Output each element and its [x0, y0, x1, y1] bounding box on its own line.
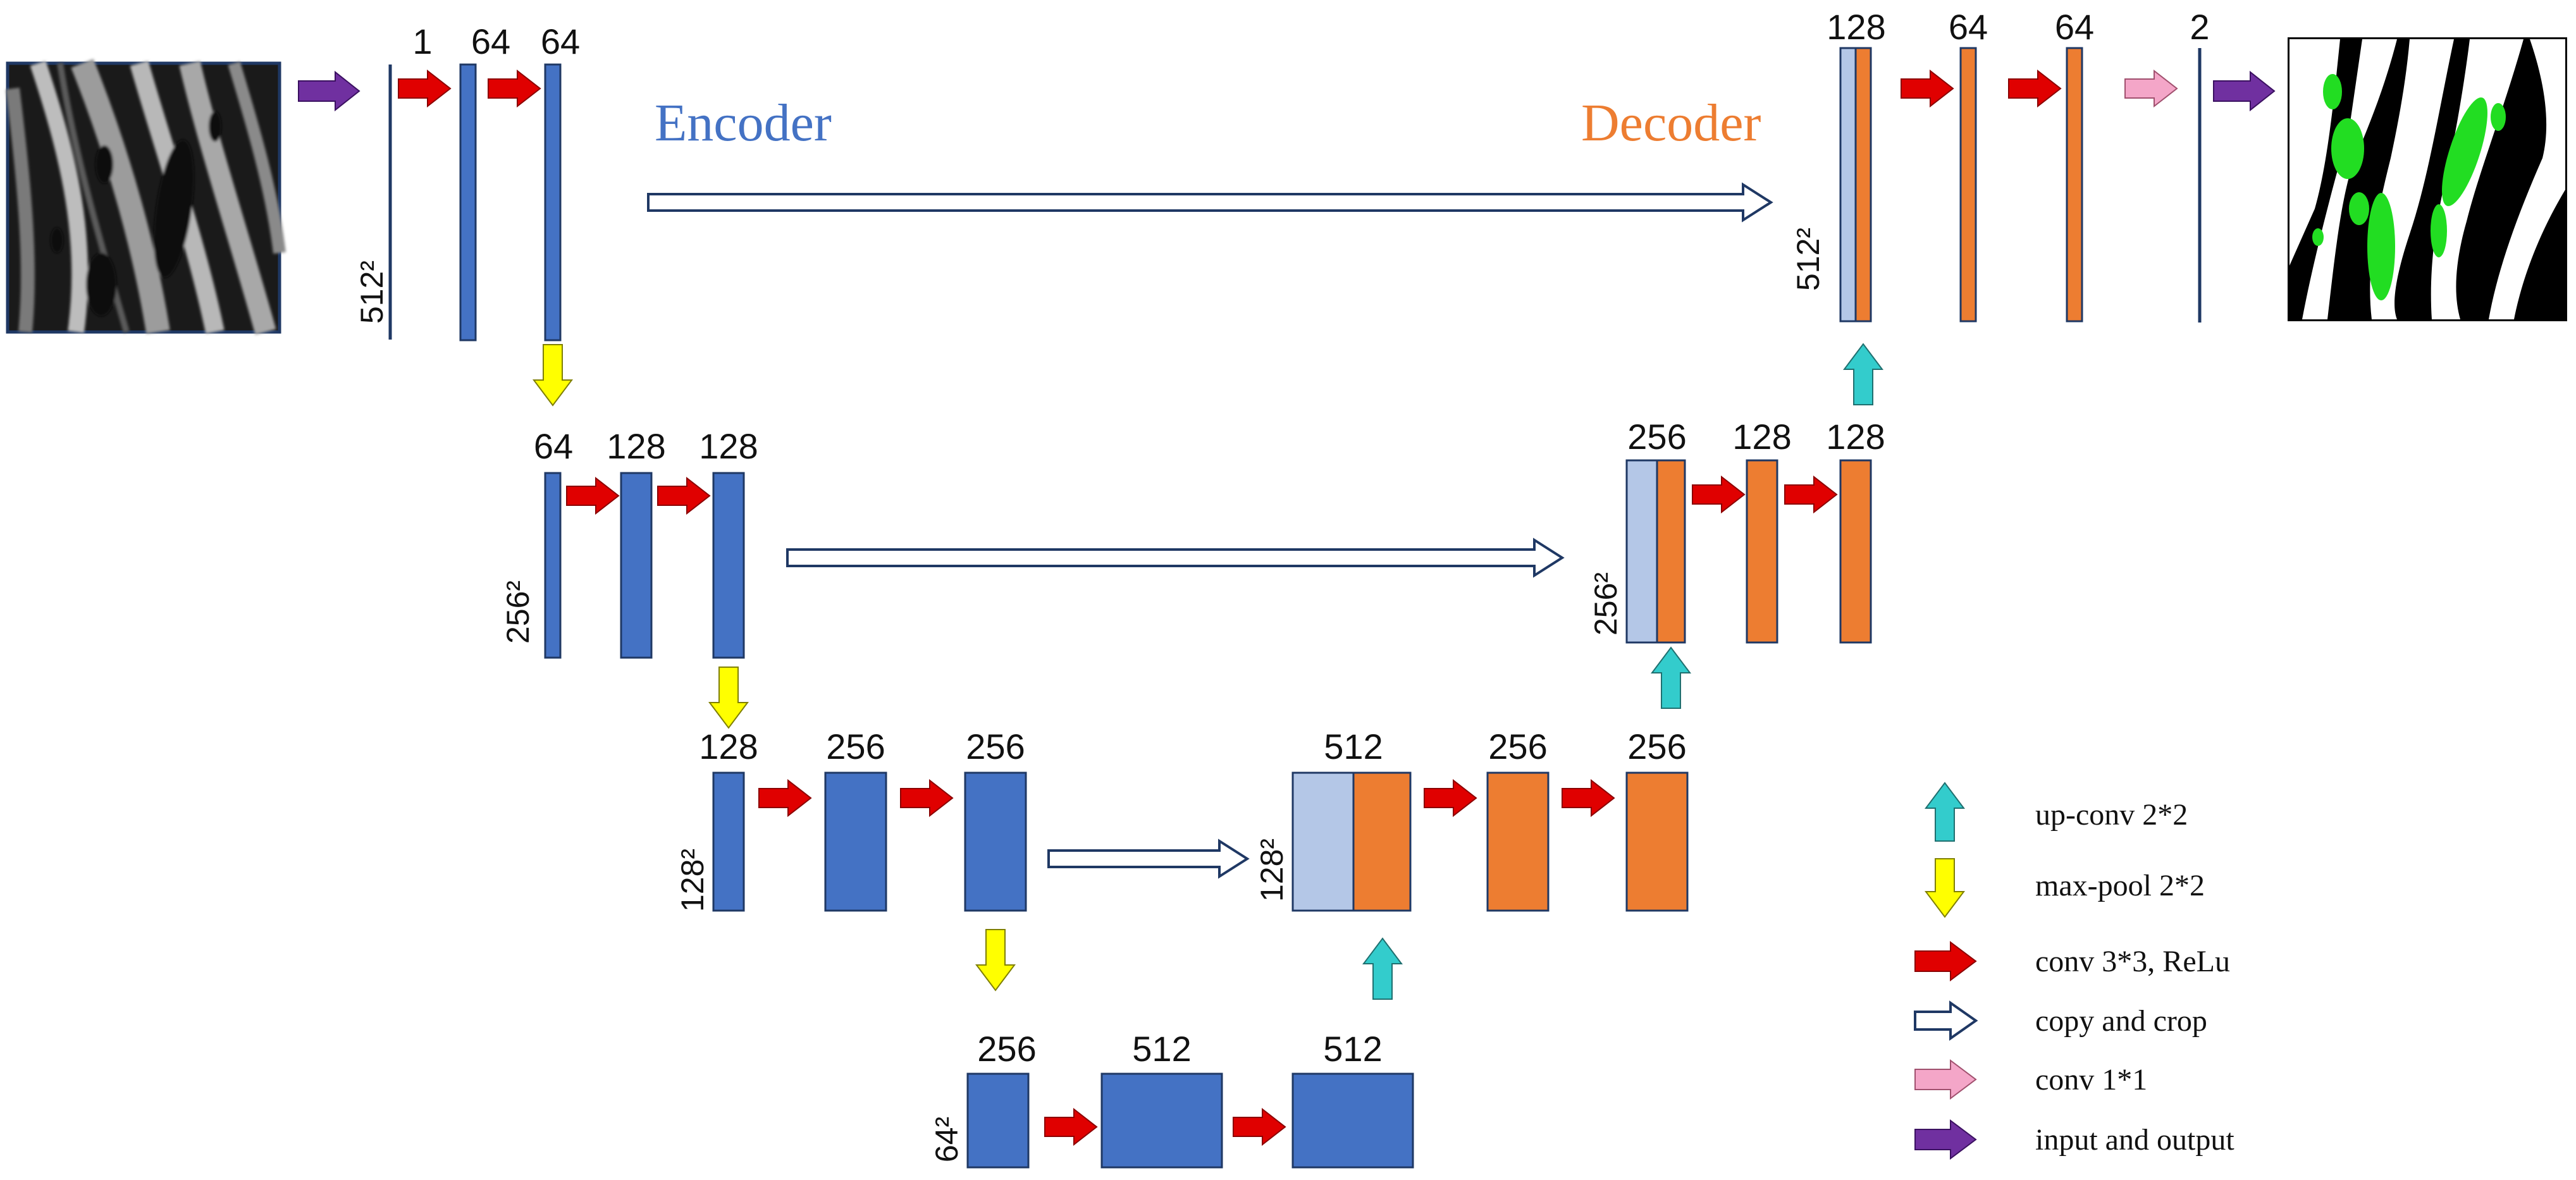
enc3-channel-label-3: 256 — [966, 727, 1025, 766]
enc4-size-label: 64² — [929, 1117, 964, 1162]
legend-label-4: copy and crop — [2035, 1004, 2207, 1038]
legend-label-2: max-pool 2*2 — [2035, 869, 2205, 902]
dec3-conv-arrow-2 — [1562, 778, 1615, 818]
enc3-block-1 — [712, 771, 745, 912]
copy-crop-arrow-3 — [1047, 839, 1250, 879]
enc1-channel-label-2: 64 — [471, 22, 510, 61]
dec3-block-3 — [1625, 771, 1689, 912]
dec2-channel-label-3: 128 — [1826, 417, 1885, 457]
dec3-size-label: 128² — [1254, 839, 1290, 902]
dec1-channel-label-3: 64 — [2055, 7, 2094, 47]
upconv-arrow-3 — [1362, 937, 1403, 1000]
enc4-channel-label-3: 512 — [1323, 1029, 1382, 1069]
enc3-block-3 — [964, 771, 1027, 912]
dec1-copy-block — [1839, 47, 1857, 323]
enc3-channel-label-2: 256 — [826, 727, 885, 766]
dec2-copy-block — [1625, 459, 1658, 644]
down-arrow-yellow-icon — [1925, 858, 1965, 918]
legend-label-1: up-conv 2*2 — [2035, 798, 2188, 832]
copy-crop-arrow-1 — [647, 182, 1773, 223]
dec1-block-2 — [1959, 47, 1977, 323]
dec2-size-label: 256² — [1588, 572, 1624, 636]
conv1x1-arrow — [2124, 69, 2178, 108]
enc4-conv-arrow-2 — [1233, 1107, 1286, 1146]
dec1-channel-label-4: 2 — [2190, 7, 2209, 47]
dec3-channel-label-3: 256 — [1627, 727, 1686, 766]
enc4-channel-label-2: 512 — [1132, 1029, 1191, 1069]
enc1-size-label: 512² — [354, 261, 390, 324]
copy-crop-arrow-2 — [786, 538, 1565, 578]
dec3-channel-label-2: 256 — [1488, 727, 1547, 766]
dec1-size-label: 512² — [1790, 228, 1826, 291]
right-arrow-red-icon — [1914, 941, 1977, 981]
enc1-block-3 — [544, 63, 562, 341]
up-arrow-cyan-icon — [1925, 782, 1965, 842]
dec3-conv-arrow-1 — [1424, 778, 1477, 818]
dec2-channel-label-1: 256 — [1627, 417, 1686, 457]
enc2-block-2 — [620, 472, 653, 659]
output-arrow — [2213, 70, 2276, 112]
legend-label-3: conv 3*3, ReLu — [2035, 945, 2230, 978]
enc4-block-1 — [966, 1072, 1030, 1169]
dec1-channel-label-1: 128 — [1827, 7, 1885, 47]
enc3-conv-arrow-1 — [758, 778, 812, 818]
enc3-conv-arrow-2 — [900, 778, 954, 818]
right-arrow-pink-icon — [1914, 1059, 1977, 1100]
enc1-conv-arrow-1 — [398, 69, 452, 108]
upconv-arrow-2 — [1651, 646, 1691, 709]
maxpool-arrow-2 — [708, 667, 749, 729]
right-arrow-purple-icon — [1914, 1119, 1977, 1160]
enc3-block-2 — [824, 771, 887, 912]
enc2-block-1 — [544, 472, 562, 659]
input-arrow — [298, 70, 361, 112]
enc2-size-label: 256² — [500, 581, 536, 644]
enc2-channel-label-1: 64 — [534, 426, 573, 466]
maxpool-arrow-1 — [533, 344, 573, 407]
upconv-arrow-1 — [1843, 343, 1883, 405]
enc1-channel-label-3: 64 — [541, 22, 580, 61]
enc2-channel-label-2: 128 — [607, 426, 665, 466]
enc4-block-3 — [1291, 1072, 1414, 1169]
dec2-channel-label-2: 128 — [1732, 417, 1791, 457]
enc2-channel-label-3: 128 — [699, 426, 758, 466]
dec1-upconv-block — [1854, 47, 1872, 323]
legend-label-6: input and output — [2035, 1123, 2234, 1157]
encoder-title: Encoder — [655, 94, 832, 152]
right-arrow-hollow-icon — [1914, 1000, 1978, 1041]
dec1-block-3 — [2066, 47, 2083, 323]
dec1-channel-label-2: 64 — [1949, 7, 1988, 47]
dec1-conv-arrow-1 — [1901, 69, 1954, 108]
dec3-upconv-block — [1352, 771, 1412, 912]
dec2-upconv-block — [1656, 459, 1686, 644]
dec3-block-2 — [1486, 771, 1550, 912]
dec2-block-2 — [1746, 459, 1778, 644]
legend-label-5: conv 1*1 — [2035, 1063, 2147, 1097]
enc4-block-2 — [1100, 1072, 1223, 1169]
input-micrograph-image — [6, 58, 286, 335]
decoder-title: Decoder — [1581, 94, 1761, 152]
enc2-conv-arrow-1 — [566, 476, 620, 515]
enc4-channel-label-1: 256 — [977, 1029, 1036, 1069]
enc2-block-3 — [712, 472, 745, 659]
enc3-channel-label-1: 128 — [699, 727, 758, 766]
maxpool-arrow-3 — [975, 929, 1016, 992]
enc3-size-label: 128² — [675, 849, 710, 912]
dec2-block-3 — [1839, 459, 1872, 644]
segmentation-mask-image — [2288, 37, 2567, 321]
enc1-channel-label-1: 1 — [412, 22, 432, 61]
enc4-conv-arrow-1 — [1044, 1107, 1098, 1146]
dec2-conv-arrow-2 — [1784, 475, 1838, 514]
dec2-conv-arrow-1 — [1692, 475, 1746, 514]
enc2-conv-arrow-2 — [657, 476, 711, 515]
arrows-layer — [298, 69, 2276, 1146]
dec1-conv-arrow-2 — [2008, 69, 2062, 108]
legend: up-conv 2*2 max-pool 2*2 conv 3*3, ReLu cop… — [1914, 782, 2234, 1160]
dec3-channel-label-1: 512 — [1324, 727, 1383, 766]
enc1-block-2 — [459, 63, 477, 341]
enc1-conv-arrow-2 — [488, 69, 541, 108]
dec3-copy-block — [1291, 771, 1355, 912]
